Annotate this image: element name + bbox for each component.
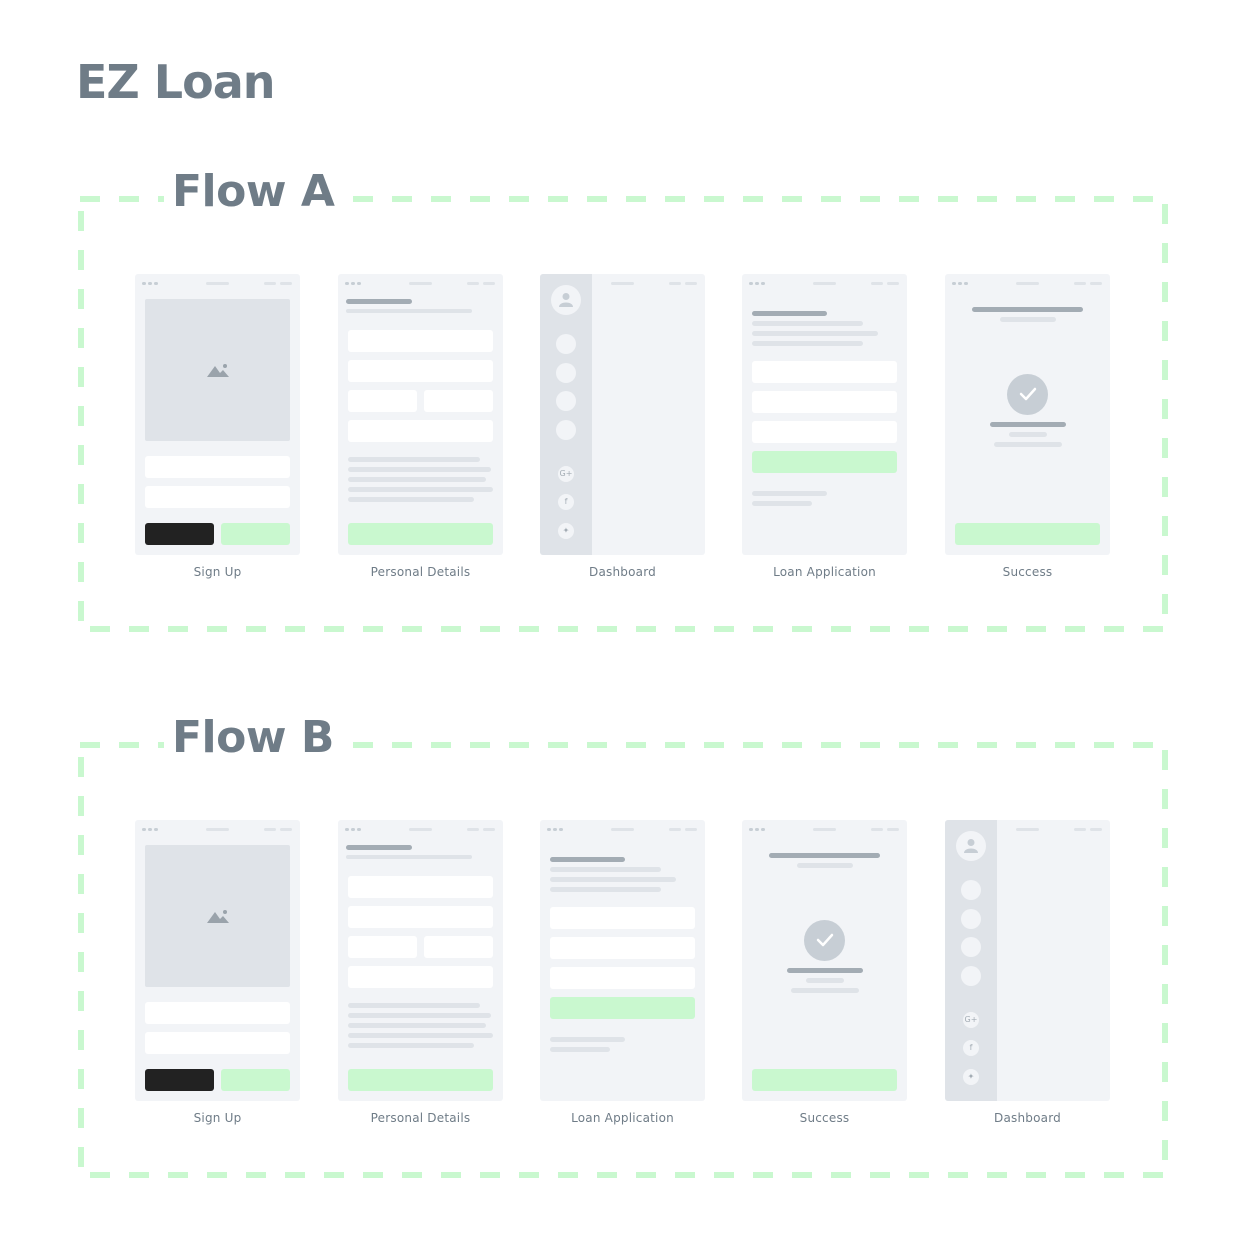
flow-b-dashed-border: [78, 742, 1168, 1178]
nav-item[interactable]: [961, 909, 981, 929]
screen-loan-application[interactable]: [540, 820, 705, 1101]
screen-sign-up[interactable]: [135, 820, 300, 1101]
screen-label: Personal Details: [370, 565, 471, 579]
screen-loan-application[interactable]: [742, 274, 907, 555]
form-field[interactable]: [752, 361, 897, 383]
screen-dashboard[interactable]: G+ f ✦: [540, 274, 705, 555]
dashboard-sidebar: G+ f ✦: [945, 820, 997, 1101]
flow-b: Flow B Sign Up: [78, 712, 1168, 1178]
heading-placeholder: [769, 853, 880, 858]
done-button[interactable]: [752, 1069, 897, 1091]
twitter-icon[interactable]: ✦: [963, 1069, 979, 1085]
nav-item[interactable]: [556, 391, 576, 411]
form-field[interactable]: [424, 936, 493, 958]
heading-placeholder: [550, 857, 625, 862]
flow-a: Flow A Sign Up: [78, 166, 1168, 632]
nav-item[interactable]: [556, 363, 576, 383]
flow-a-dashed-border: [78, 196, 1168, 632]
screen-sign-up[interactable]: [135, 274, 300, 555]
password-field[interactable]: [145, 1032, 290, 1054]
avatar[interactable]: [956, 831, 986, 861]
check-icon: [804, 920, 845, 961]
screen-label: Dashboard: [589, 565, 656, 579]
continue-button[interactable]: [348, 1069, 493, 1091]
mountain-icon: [207, 910, 229, 923]
form-field[interactable]: [348, 936, 417, 958]
image-placeholder: [145, 845, 290, 987]
flow-b-title: Flow B: [164, 712, 342, 764]
screen-label: Loan Application: [773, 565, 876, 579]
heading-placeholder: [346, 299, 412, 304]
avatar[interactable]: [551, 285, 581, 315]
done-button[interactable]: [955, 523, 1100, 545]
form-field[interactable]: [348, 390, 417, 412]
screen-label: Success: [1002, 565, 1053, 579]
form-field[interactable]: [550, 967, 695, 989]
screen-dashboard[interactable]: G+ f ✦: [945, 820, 1110, 1101]
screen-label: Dashboard: [994, 1111, 1061, 1125]
screen-personal-details[interactable]: [338, 820, 503, 1101]
login-button[interactable]: [145, 523, 214, 545]
heading-placeholder: [346, 845, 412, 850]
form-field[interactable]: [752, 421, 897, 443]
user-icon: [964, 839, 978, 853]
mountain-icon: [207, 364, 229, 377]
user-icon: [559, 293, 573, 307]
flow-a-title: Flow A: [164, 166, 343, 218]
google-plus-icon[interactable]: G+: [558, 466, 574, 482]
facebook-icon[interactable]: f: [963, 1040, 979, 1056]
form-field[interactable]: [348, 420, 493, 442]
image-placeholder: [145, 299, 290, 441]
screen-success[interactable]: [742, 820, 907, 1101]
screen-success[interactable]: [945, 274, 1110, 555]
nav-item[interactable]: [556, 334, 576, 354]
apply-button[interactable]: [752, 451, 897, 473]
screen-label: Sign Up: [193, 565, 242, 579]
nav-item[interactable]: [961, 966, 981, 986]
form-field[interactable]: [348, 876, 493, 898]
form-field[interactable]: [348, 330, 493, 352]
nav-item[interactable]: [961, 937, 981, 957]
screen-label: Sign Up: [193, 1111, 242, 1125]
form-field[interactable]: [348, 360, 493, 382]
password-field[interactable]: [145, 486, 290, 508]
form-field[interactable]: [752, 391, 897, 413]
screen-label: Success: [799, 1111, 850, 1125]
heading-placeholder: [752, 311, 827, 316]
twitter-icon[interactable]: ✦: [558, 523, 574, 539]
check-icon: [1007, 374, 1048, 415]
dashboard-sidebar: G+ f ✦: [540, 274, 592, 555]
nav-item[interactable]: [556, 420, 576, 440]
screen-label: Personal Details: [370, 1111, 471, 1125]
form-field[interactable]: [550, 907, 695, 929]
signup-button[interactable]: [221, 523, 290, 545]
nav-item[interactable]: [961, 880, 981, 900]
screen-label: Loan Application: [571, 1111, 674, 1125]
form-field[interactable]: [550, 937, 695, 959]
form-field[interactable]: [348, 906, 493, 928]
signup-button[interactable]: [221, 1069, 290, 1091]
login-button[interactable]: [145, 1069, 214, 1091]
email-field[interactable]: [145, 1002, 290, 1024]
apply-button[interactable]: [550, 997, 695, 1019]
google-plus-icon[interactable]: G+: [963, 1012, 979, 1028]
continue-button[interactable]: [348, 523, 493, 545]
form-field[interactable]: [424, 390, 493, 412]
app-title: EZ Loan: [76, 55, 275, 109]
email-field[interactable]: [145, 456, 290, 478]
form-field[interactable]: [348, 966, 493, 988]
screen-personal-details[interactable]: [338, 274, 503, 555]
facebook-icon[interactable]: f: [558, 494, 574, 510]
heading-placeholder: [972, 307, 1083, 312]
